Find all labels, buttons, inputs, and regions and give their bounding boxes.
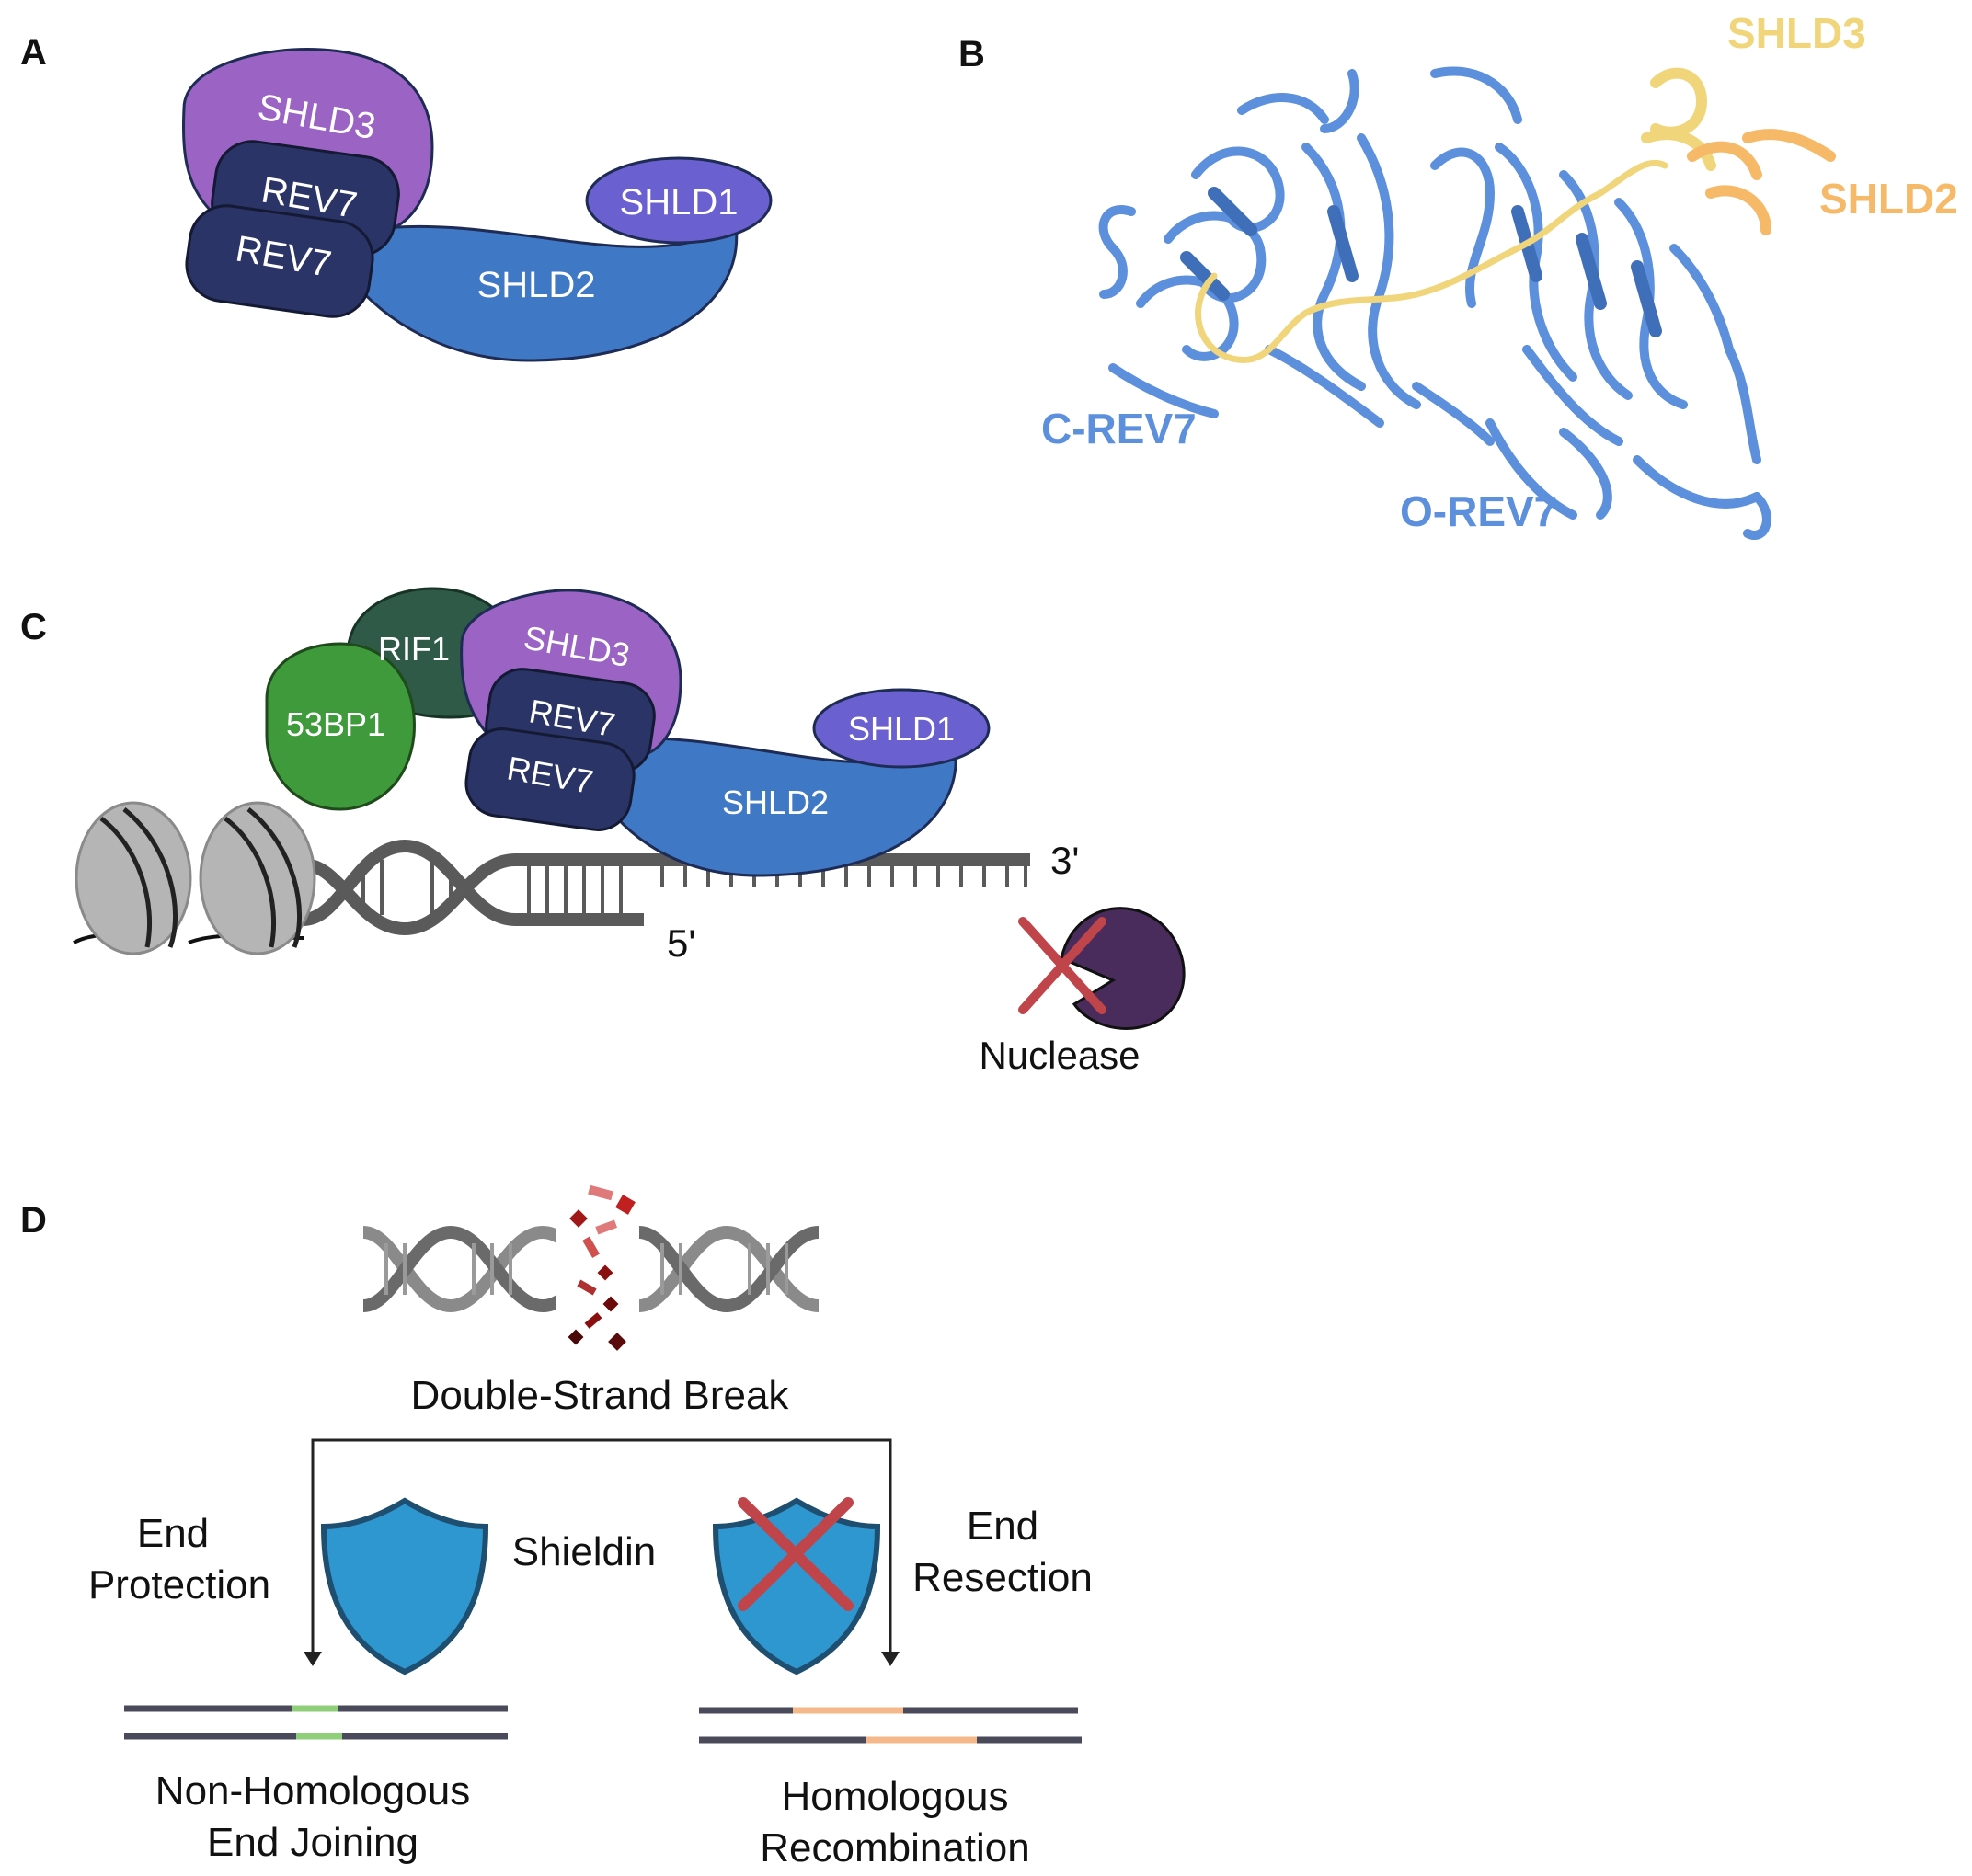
- shield-cross-icon: [738, 1497, 854, 1611]
- label-shld1-c: SHLD1: [848, 710, 955, 748]
- shld2-shape-a: [348, 223, 739, 362]
- nuclease-shape: [1060, 907, 1186, 1030]
- nucleosome-1: [75, 801, 192, 955]
- dna-left-icon: [363, 1225, 556, 1313]
- label-3-prime: 3': [1050, 839, 1079, 882]
- panel-a-complex: SHLD3 REV7 REV7 SHLD1 SHLD2: [181, 48, 773, 362]
- shield-icon: [320, 1497, 489, 1676]
- 53bp1-shape: [265, 642, 416, 811]
- branch-arrows: [311, 1438, 892, 1655]
- nuclease-cross-icon: [1018, 917, 1106, 1014]
- label-c-rev7: C-REV7: [1041, 405, 1197, 452]
- arrow-head-right: [881, 1652, 900, 1666]
- shld1-shape-c: [812, 688, 991, 769]
- panel-letter-d: D: [20, 1200, 47, 1241]
- crossed-shield-icon: [712, 1497, 881, 1676]
- label-hr-2: Recombination: [760, 1825, 1030, 1870]
- panel-d-diagram: Double-Strand Break End Protection Shiel…: [88, 1184, 1093, 1870]
- label-end-resection-1: End: [967, 1504, 1038, 1549]
- label-end-protection-1: End: [137, 1511, 209, 1556]
- panel-letter-a: A: [20, 32, 47, 73]
- label-nuclease: Nuclease: [979, 1034, 1140, 1077]
- arrow-head-left: [304, 1652, 322, 1666]
- panel-letter-b: B: [958, 34, 985, 74]
- label-nhej-1: Non-Homologous: [155, 1768, 470, 1813]
- structure-ribbon: [1098, 66, 1836, 540]
- shld2-ribbons: [1687, 129, 1836, 235]
- label-shld2-a: SHLD2: [477, 265, 596, 305]
- break-fragments-icon: [568, 1184, 636, 1351]
- rev7-bottom-shape-a: [185, 204, 374, 318]
- shld3-chain: [1195, 159, 1668, 364]
- label-5-prime: 5': [667, 921, 695, 965]
- label-rif1: RIF1: [378, 630, 450, 668]
- label-o-rev7: O-REV7: [1400, 487, 1557, 535]
- dna-duplex: [303, 839, 1030, 936]
- label-shld2-b: SHLD2: [1819, 175, 1958, 223]
- panel-letter-c: C: [20, 607, 47, 647]
- shld2-shape-c: [596, 737, 957, 877]
- label-double-strand-break: Double-Strand Break: [411, 1373, 790, 1418]
- nhej-duplex: [124, 1705, 508, 1740]
- label-shld1-a: SHLD1: [620, 182, 739, 223]
- shld1-shape-a: [585, 156, 773, 245]
- rev7-bottom-shape-c: [464, 727, 636, 831]
- dna-right-icon: [639, 1225, 820, 1313]
- hr-duplex: [699, 1707, 1082, 1744]
- label-shld2-c: SHLD2: [722, 784, 829, 821]
- label-53bp1: 53BP1: [286, 705, 385, 743]
- panel-c-complex: RIF1 SHLD3 53BP1 REV7 REV7 SHLD1 SHLD2 3…: [73, 587, 1186, 1077]
- label-end-protection-2: Protection: [88, 1562, 270, 1607]
- label-shieldin: Shieldin: [512, 1529, 657, 1574]
- label-end-resection-2: Resection: [912, 1555, 1093, 1600]
- nucleosome-2: [199, 801, 316, 955]
- label-shld3-b: SHLD3: [1727, 9, 1866, 57]
- shld3-ribbons: [1641, 67, 1716, 171]
- label-hr-1: Homologous: [781, 1774, 1008, 1819]
- rev7-ribbons: [1098, 66, 1771, 540]
- label-nhej-2: End Joining: [207, 1820, 418, 1865]
